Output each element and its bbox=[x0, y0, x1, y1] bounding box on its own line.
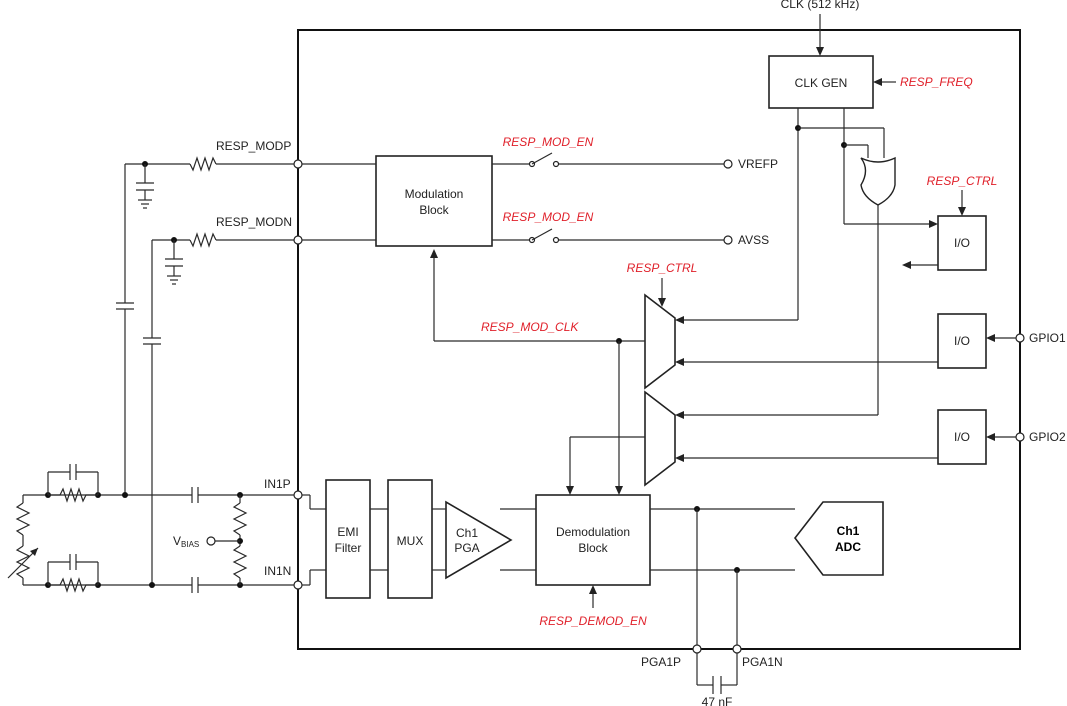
resp-modp-pin-label: RESP_MODP bbox=[216, 139, 291, 153]
adc-label-1: Ch1 bbox=[837, 524, 860, 538]
clk-input-label: CLK (512 kHz) bbox=[781, 0, 860, 11]
emi-label-2: Filter bbox=[335, 541, 362, 555]
resp-ctrl-mux-signal: RESP_CTRL bbox=[627, 261, 698, 275]
pga-amplifier bbox=[445, 500, 513, 580]
resp-modn-pin-label: RESP_MODN bbox=[216, 215, 292, 229]
pga1p-pin-label: PGA1P bbox=[641, 655, 681, 669]
io-block-gpio2 bbox=[937, 409, 987, 465]
modulation-block bbox=[375, 155, 493, 247]
io-block-top bbox=[937, 215, 987, 271]
io-top-label: I/O bbox=[954, 236, 970, 250]
resp-freq-signal: RESP_FREQ bbox=[900, 75, 973, 89]
demodulation-block bbox=[535, 494, 651, 586]
cap-47nf-label: 47 nF bbox=[702, 695, 733, 706]
modulation-label-2: Block bbox=[419, 203, 449, 217]
clock-mux-2 bbox=[644, 390, 676, 487]
pga1n-pin-label: PGA1N bbox=[742, 655, 783, 669]
avss-label: AVSS bbox=[738, 233, 769, 247]
clock-mux-1 bbox=[644, 293, 676, 390]
gpio2-pin-label: GPIO2 bbox=[1029, 430, 1066, 444]
in1n-pin-label: IN1N bbox=[264, 564, 291, 578]
vrefp-label: VREFP bbox=[738, 157, 778, 171]
pga-label-2: PGA bbox=[454, 541, 479, 555]
adc-label-2: ADC bbox=[835, 540, 861, 554]
pga-label-1: Ch1 bbox=[456, 526, 478, 540]
io-gpio2-label: I/O bbox=[954, 430, 970, 444]
resp-ctrl-io-signal: RESP_CTRL bbox=[927, 174, 998, 188]
in1p-pin-label: IN1P bbox=[264, 477, 291, 491]
emi-label-1: EMI bbox=[337, 525, 358, 539]
demod-label-1: Demodulation bbox=[556, 525, 630, 539]
gpio1-pin-label: GPIO1 bbox=[1029, 331, 1066, 345]
vbias-label: VBIAS bbox=[173, 534, 199, 549]
io-gpio1-label: I/O bbox=[954, 334, 970, 348]
adc-block bbox=[793, 501, 884, 576]
or-gate bbox=[860, 156, 896, 206]
resp-mod-en-signal-2: RESP_MOD_EN bbox=[503, 210, 594, 224]
emi-filter-block bbox=[325, 479, 371, 599]
clk-gen-block bbox=[768, 55, 874, 109]
clk-gen-label: CLK GEN bbox=[795, 76, 848, 90]
mux-label: MUX bbox=[397, 534, 424, 548]
mux-block bbox=[387, 479, 433, 599]
resp-mod-clk-signal: RESP_MOD_CLK bbox=[481, 320, 579, 334]
modulation-label-1: Modulation bbox=[405, 187, 464, 201]
resp-mod-en-signal-1: RESP_MOD_EN bbox=[503, 135, 594, 149]
resp-demod-en-signal: RESP_DEMOD_EN bbox=[539, 614, 647, 628]
io-block-gpio1 bbox=[937, 313, 987, 369]
demod-label-2: Block bbox=[578, 541, 608, 555]
